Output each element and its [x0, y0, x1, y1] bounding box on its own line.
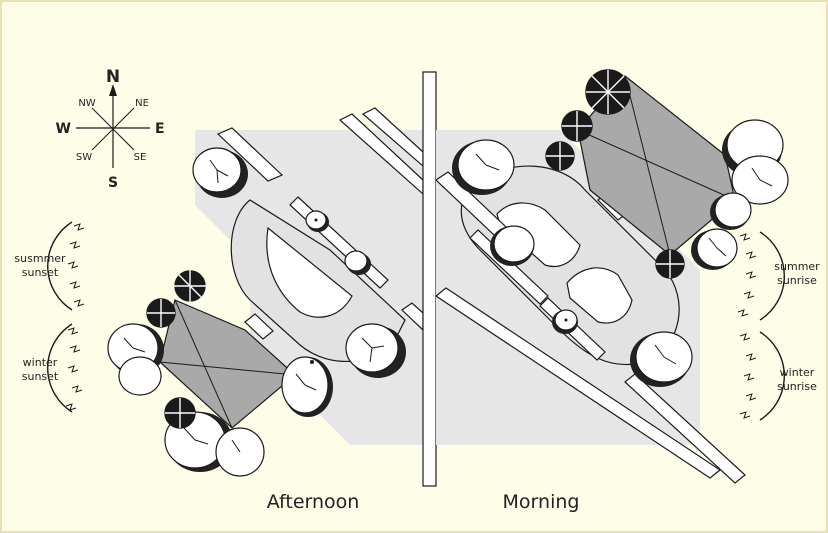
- roof-ridge: [624, 75, 671, 256]
- tree: [281, 356, 333, 417]
- tree: [305, 210, 329, 232]
- compass-diag-line: [91, 107, 135, 151]
- sun-arc: [47, 221, 73, 311]
- morning-caption: Morning: [503, 491, 580, 513]
- compass-south: S: [108, 175, 118, 191]
- tree: [630, 331, 693, 387]
- summer-sunrise-label-2: sunrise: [777, 274, 817, 287]
- median-strip: [469, 229, 549, 305]
- afternoon-plan: [107, 107, 423, 477]
- tree: [691, 228, 738, 270]
- driveway: [244, 313, 274, 340]
- sun-ray-icon: [737, 233, 757, 317]
- compass-northwest: NW: [78, 98, 95, 109]
- tree: [722, 119, 789, 205]
- summer-sunset-symbol: susmmer sunset: [14, 221, 85, 311]
- roof-ridge: [159, 361, 296, 376]
- sun-arc: [759, 231, 785, 321]
- north-arrow-icon: [109, 84, 117, 96]
- summer-sunrise-symbol: summer sunrise: [737, 231, 820, 321]
- compass-southwest: SW: [76, 152, 92, 163]
- sun-arc: [47, 323, 73, 413]
- compass-southeast: SE: [134, 152, 147, 163]
- sidewalk-strip: [401, 302, 423, 331]
- winter-sunset-label-2: sunset: [22, 370, 59, 383]
- summer-sunset-label-1: susmmer: [14, 252, 66, 265]
- compass-rose: N S E W NW NE SW SE: [56, 67, 165, 191]
- compass-north: N: [106, 67, 120, 87]
- sidewalk-strip: [216, 127, 284, 182]
- tree: [192, 147, 248, 198]
- conifer: [174, 270, 206, 302]
- sidewalk-strip: [361, 107, 423, 167]
- center-island: [566, 267, 633, 324]
- sun-arc: [759, 331, 785, 421]
- conifer: [545, 141, 575, 171]
- tree: [107, 323, 164, 396]
- afternoon-caption: Afternoon: [267, 491, 360, 513]
- sidewalk-strip: [624, 373, 746, 484]
- tree: [344, 250, 371, 275]
- winter-sunrise-label-2: sunrise: [777, 380, 817, 393]
- roof-ridge: [577, 129, 736, 201]
- sun-ray-icon: [739, 333, 757, 419]
- tree: [345, 323, 406, 378]
- roof-ridge: [174, 299, 233, 429]
- conifer: [561, 110, 593, 142]
- compass-west: W: [56, 121, 71, 137]
- tree: [710, 192, 752, 230]
- compass-east: E: [155, 121, 165, 137]
- panel-divider: [422, 71, 437, 487]
- winter-sunrise-symbol: winter sunrise: [739, 331, 817, 421]
- conifer: [655, 249, 685, 279]
- tree: [452, 139, 515, 195]
- tree: [552, 309, 578, 334]
- winter-sunset-symbol: winter sunset: [22, 323, 83, 413]
- summer-sunrise-label-1: summer: [774, 260, 820, 273]
- sun-ray-icon: [65, 327, 83, 411]
- compass-northeast: NE: [135, 98, 149, 109]
- winter-sunrise-label-1: winter: [780, 366, 815, 379]
- summer-sunset-label-2: sunset: [22, 266, 59, 279]
- conifer: [585, 69, 631, 115]
- center-island: [496, 202, 581, 267]
- sidewalk-strip: [338, 113, 423, 195]
- center-island: [266, 226, 353, 318]
- sun-ray-icon: [67, 223, 85, 307]
- tree: [490, 225, 535, 266]
- winter-sunset-label-1: winter: [23, 356, 58, 369]
- conifer: [164, 397, 196, 429]
- morning-plan: [436, 69, 789, 484]
- conifer: [146, 298, 176, 328]
